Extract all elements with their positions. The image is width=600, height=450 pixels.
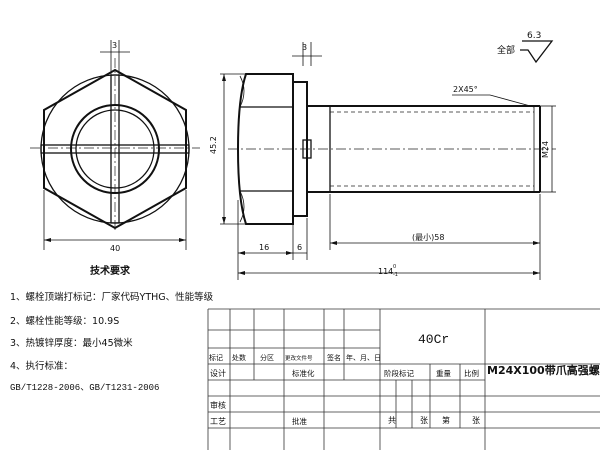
part-name-label: M24X100带爪高强螺栓	[487, 363, 600, 377]
rev-header-mark: 标记	[209, 353, 223, 362]
stage-header-mark: 阶段标记	[384, 368, 414, 378]
flange-length-label: 6	[297, 243, 302, 252]
thread-length-dimension: (最小)58	[330, 233, 540, 245]
total-length-label: 114	[378, 267, 393, 276]
total-length-dimension: 114 0 -1	[238, 264, 540, 278]
rev-header-count: 处数	[232, 353, 246, 362]
front-width-dimension: 40	[43, 190, 187, 253]
material-label: 40Cr	[418, 332, 449, 347]
technical-requirements: 技术要求 1、螺栓顶端打标记：厂家代码YTHG、性能等级 2、螺栓性能等级：10…	[10, 264, 214, 393]
front-slot-dimension: 3	[100, 40, 130, 75]
title-block: 40Cr M24X100带爪高强螺栓 标记 处数 分区 更改文件号 签名 年、月…	[207, 308, 600, 450]
tech-req-item-1: 1、螺栓顶端打标记：厂家代码YTHG、性能等级	[10, 291, 214, 303]
bolt-head	[236, 73, 294, 225]
total-length-tol-lower: -1	[393, 272, 398, 278]
side-slot-dimension: 3	[292, 42, 322, 66]
tech-req-item-3: 3、热镀锌厚度：最小45微米	[10, 337, 133, 349]
rev-header-zone: 分区	[260, 353, 274, 362]
head-length-dimension: 16 6	[238, 243, 307, 255]
head-height-dimension: 45.2	[209, 73, 246, 225]
rev-header-signature: 签名	[327, 353, 341, 362]
stage-header-weight: 重量	[436, 369, 451, 378]
shank-inner-circle	[75, 109, 155, 189]
row-label-design: 设计	[210, 368, 226, 378]
shank-outer-circle	[70, 104, 160, 194]
surface-roughness-symbol: 全部 6.3	[497, 31, 554, 64]
head-height-label: 45.2	[209, 136, 218, 154]
cross-slot	[40, 74, 190, 224]
tech-req-item-2: 2、螺栓性能等级：10.9S	[10, 315, 119, 327]
hex-head-outline	[43, 68, 187, 230]
tech-req-standards: GB/T1228-2006、GB/T1231-2006	[10, 383, 159, 393]
roughness-scope-label: 全部	[497, 44, 515, 56]
side-slot-width-label: 3	[302, 43, 307, 52]
sheet-no-label: 第	[442, 415, 450, 425]
tech-req-item-4: 4、执行标准：	[10, 360, 73, 372]
front-view: 3 40	[30, 40, 200, 253]
total-length-tol-upper: 0	[393, 264, 396, 270]
chamfer-label: 2X45°	[453, 85, 478, 94]
thread-length-label: (最小)58	[412, 233, 444, 242]
thread-diameter-label: M24	[541, 141, 550, 158]
sheet-unit-label-1: 张	[420, 416, 428, 425]
chamfer-annotation: 2X45°	[452, 85, 535, 108]
roughness-value: 6.3	[527, 31, 541, 41]
stage-header-scale: 比例	[464, 368, 479, 378]
rev-header-doc-no: 更改文件号	[285, 354, 313, 362]
side-view: 3	[209, 42, 556, 280]
sheet-total-label: 共	[388, 416, 396, 425]
row-label-process: 工艺	[210, 417, 226, 426]
row-label-review: 审核	[210, 400, 226, 410]
sheet-unit-label-2: 张	[472, 416, 480, 425]
rev-header-date: 年、月、日	[346, 353, 381, 362]
thread-diameter-dimension: M24	[540, 105, 556, 193]
tech-req-heading: 技术要求	[90, 264, 131, 277]
front-width-label: 40	[110, 244, 120, 253]
approve-label: 批准	[292, 416, 307, 426]
standardize-label: 标准化	[292, 368, 315, 378]
head-length-label: 16	[259, 243, 269, 252]
front-slot-width-label: 3	[112, 41, 117, 50]
